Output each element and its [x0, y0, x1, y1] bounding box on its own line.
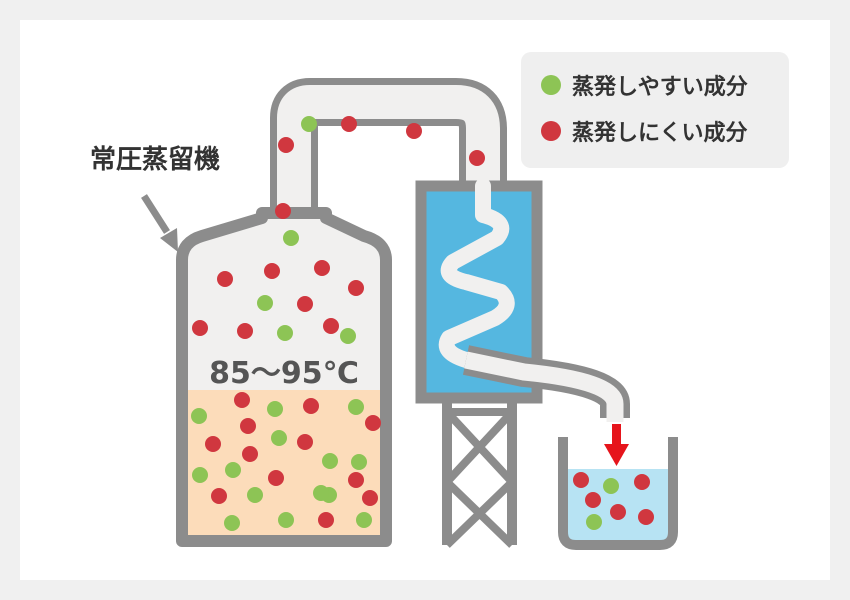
- hard-particle: [362, 490, 378, 506]
- hard-particle: [573, 472, 589, 488]
- hard-particle: [348, 280, 364, 296]
- easy-particle: [277, 325, 293, 341]
- diagram-title: 常圧蒸留機: [90, 145, 220, 175]
- easy-particle: [603, 478, 619, 494]
- hard-particle: [217, 271, 233, 287]
- hard-particle: [348, 472, 364, 488]
- easy-particle: [192, 467, 208, 483]
- legend-marker-hard: [541, 121, 561, 141]
- easy-particle: [278, 512, 294, 528]
- title-pointer-arrow: [141, 194, 178, 252]
- legend: 蒸発しやすい成分 蒸発しにくい成分: [521, 52, 789, 168]
- easy-particle: [283, 230, 299, 246]
- hard-particle: [341, 116, 357, 132]
- hard-particle: [585, 492, 601, 508]
- easy-particle: [313, 485, 329, 501]
- easy-particle: [191, 408, 207, 424]
- easy-particle: [257, 295, 273, 311]
- hard-particle: [278, 137, 294, 153]
- hard-particle: [234, 392, 250, 408]
- temperature-label: 85〜95℃: [209, 356, 359, 391]
- hard-particle: [610, 504, 626, 520]
- hard-particle: [242, 446, 258, 462]
- easy-particle: [271, 430, 287, 446]
- hard-particle: [275, 203, 291, 219]
- hard-particle: [240, 418, 256, 434]
- hard-particle: [297, 434, 313, 450]
- outlet-pipe: [462, 345, 630, 422]
- easy-particle: [247, 487, 263, 503]
- easy-particle: [322, 453, 338, 469]
- hard-particle: [634, 474, 650, 490]
- hard-particle: [192, 320, 208, 336]
- easy-particle: [225, 462, 241, 478]
- drip-arrow: [604, 424, 629, 466]
- hard-particle: [264, 263, 280, 279]
- easy-particle: [340, 328, 356, 344]
- hard-particle: [638, 509, 654, 525]
- easy-particle: [356, 512, 372, 528]
- particles: [191, 116, 654, 531]
- hard-particle: [205, 436, 221, 452]
- condenser-stand: [442, 398, 517, 548]
- hard-particle: [211, 488, 227, 504]
- easy-particle: [351, 454, 367, 470]
- easy-particle: [301, 116, 317, 132]
- easy-particle: [224, 515, 240, 531]
- hard-particle: [365, 415, 381, 431]
- hard-particle: [469, 150, 485, 166]
- hard-particle: [237, 323, 253, 339]
- hard-particle: [323, 318, 339, 334]
- hard-particle: [406, 123, 422, 139]
- legend-label-hard: 蒸発しにくい成分: [572, 121, 748, 146]
- hard-particle: [268, 470, 284, 486]
- hard-particle: [303, 398, 319, 414]
- hard-particle: [297, 296, 313, 312]
- condenser-coil: [438, 178, 515, 368]
- vapor-pipe: [270, 78, 507, 232]
- legend-box: [521, 52, 789, 168]
- hard-particle: [318, 512, 334, 528]
- easy-particle: [348, 399, 364, 415]
- legend-marker-easy: [541, 75, 561, 95]
- legend-label-easy: 蒸発しやすい成分: [572, 75, 748, 100]
- hard-particle: [314, 260, 330, 276]
- easy-particle: [586, 514, 602, 530]
- easy-particle: [267, 401, 283, 417]
